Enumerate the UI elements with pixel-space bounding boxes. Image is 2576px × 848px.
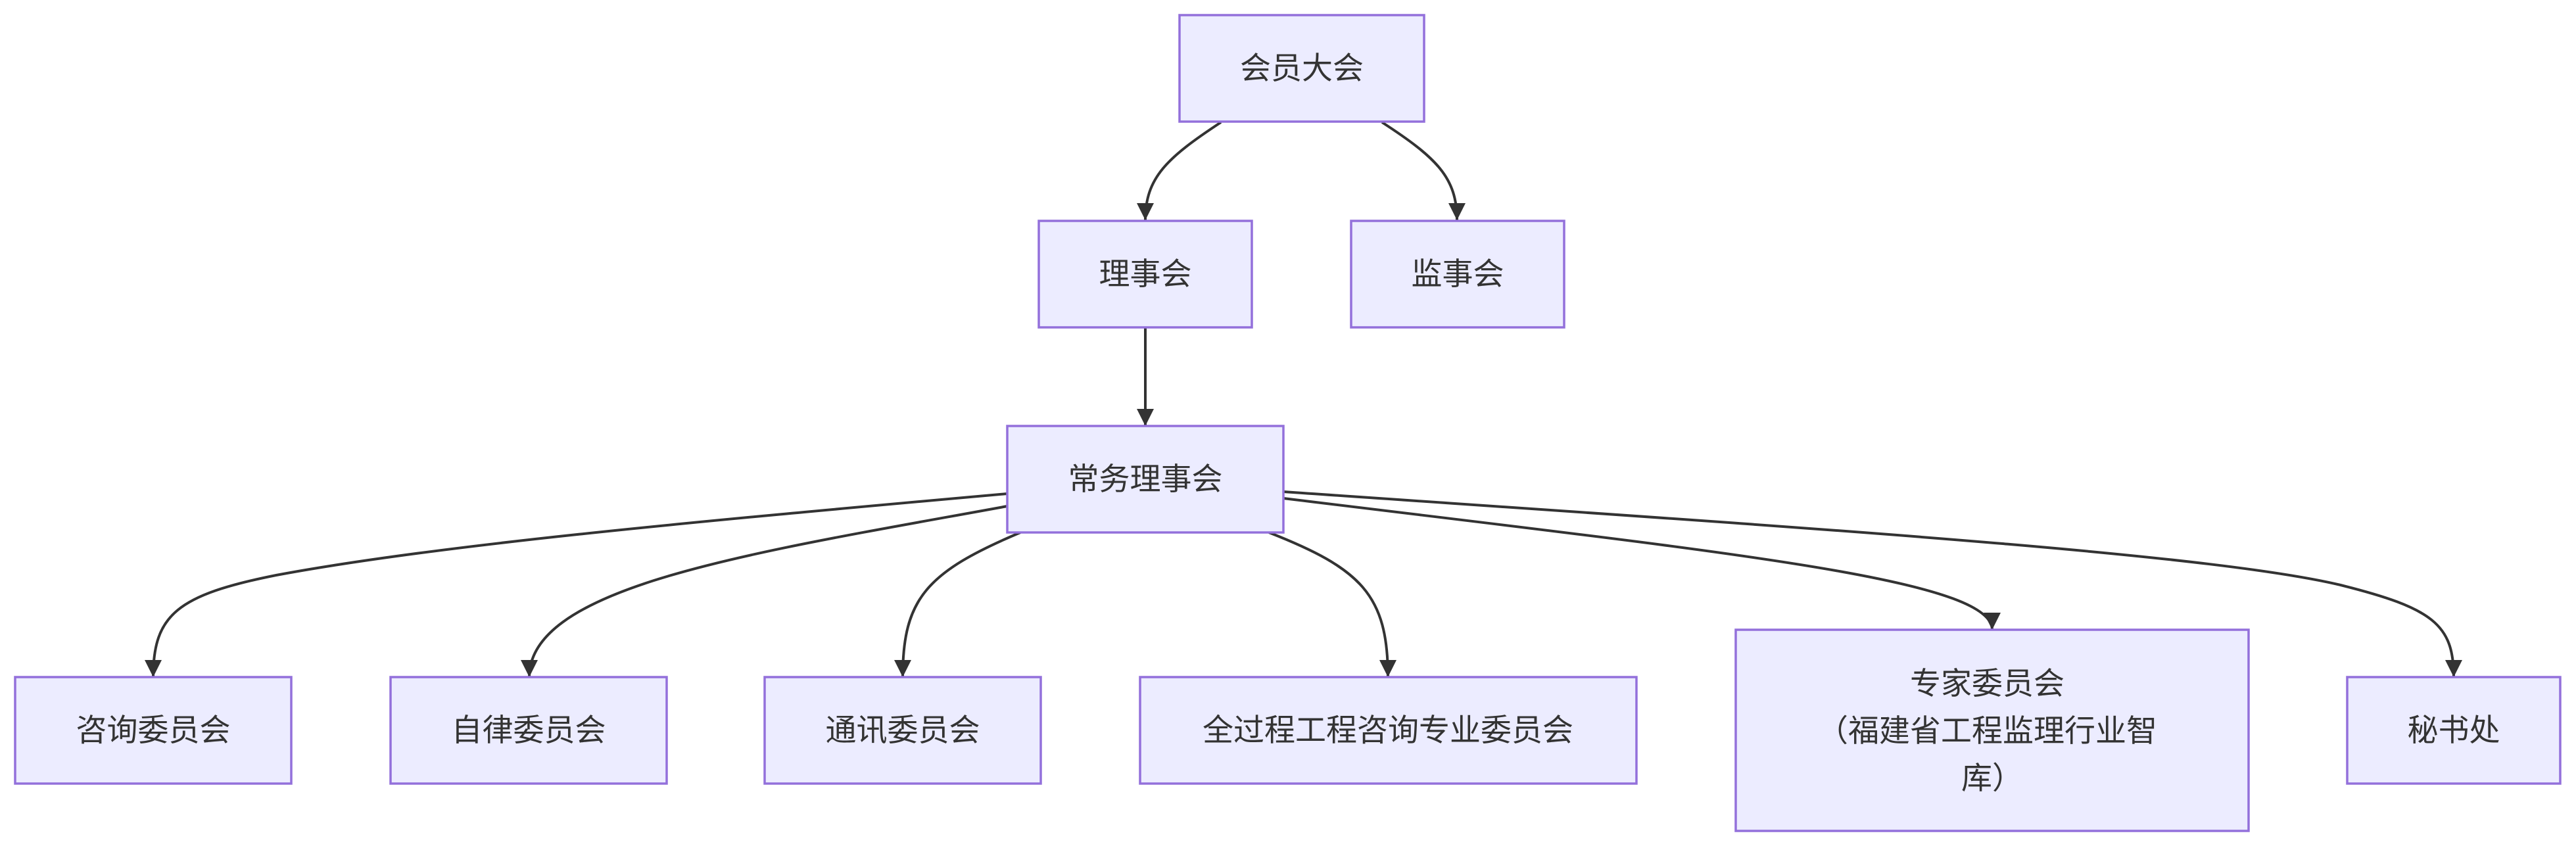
node-secretariat-label: 秘书处 [2408,713,2500,749]
node-standing-council-label: 常务理事会 [1068,461,1223,498]
edge-standing-council-to-consulting-committee [145,492,1008,678]
node-general-assembly-label: 会员大会 [1240,51,1364,87]
svg-text:秘书处: 秘书处 [2408,713,2500,749]
node-secretariat: 秘书处 [2346,676,2562,785]
node-self-discipline-committee: 自律委员会 [389,676,668,785]
edges [145,121,2462,678]
node-communication-committee-label: 通讯委员会 [826,713,980,749]
svg-text:会员大会: 会员大会 [1240,51,1364,87]
edge-standing-council-to-self-discipline-committee [521,505,1008,678]
node-communication-committee: 通讯委员会 [763,676,1042,785]
node-expert-committee: 专家委员会 （福建省工程监理行业智 库） [1734,628,2250,832]
svg-text:通讯委员会: 通讯委员会 [826,713,980,749]
node-expert-committee-label-line-1: 专家委员会 [1910,666,2064,702]
node-communication-committee-box [763,676,1042,785]
node-standing-council-box [1006,425,1285,534]
node-supervisory-board: 监事会 [1350,220,1565,329]
node-council: 理事会 [1038,220,1253,329]
node-consulting-committee-box [14,676,293,785]
node-self-discipline-committee-box [389,676,668,785]
node-whole-process-committee: 全过程工程咨询专业委员会 [1139,676,1638,785]
node-general-assembly-box [1178,14,1425,123]
svg-text:咨询委员会: 咨询委员会 [76,713,231,749]
node-standing-council: 常务理事会 [1006,425,1285,534]
svg-text:全过程工程咨询专业委员会: 全过程工程咨询专业委员会 [1203,713,1573,749]
node-consulting-committee-label: 咨询委员会 [76,713,231,749]
node-expert-committee-box [1734,628,2250,832]
node-secretariat-box [2346,676,2562,785]
node-supervisory-board-label: 监事会 [1412,256,1504,293]
edge-standing-council-to-expert-committee [1283,497,2001,630]
svg-text:理事会: 理事会 [1099,256,1192,293]
edge-general-assembly-to-supervisory-board [1381,121,1466,221]
edge-standing-council-to-whole-process-committee [1268,531,1396,678]
node-council-box [1038,220,1253,329]
node-whole-process-committee-label: 全过程工程咨询专业委员会 [1203,713,1573,749]
node-expert-committee-label-line-3: 库） [1961,761,2023,797]
node-expert-committee-label-line-2: （福建省工程监理行业智 [1817,713,2157,749]
node-consulting-committee: 咨询委员会 [14,676,293,785]
svg-text:专家委员会 （福建省工程监理行业智: 专家委员会 （福建省工程监理行业智 库） [1817,666,2167,797]
svg-text:监事会: 监事会 [1412,256,1504,293]
node-supervisory-board-box [1350,220,1565,329]
nodes: 会员大会 理事会 监事会 常务理事会 咨询委员会 [14,14,2562,832]
edge-standing-council-to-secretariat [1283,490,2462,678]
node-self-discipline-committee-label: 自律委员会 [452,713,606,749]
node-whole-process-committee-box [1139,676,1638,785]
edge-standing-council-to-communication-committee [894,531,1021,678]
node-council-label: 理事会 [1099,256,1192,293]
svg-text:自律委员会: 自律委员会 [452,713,606,749]
node-general-assembly: 会员大会 [1178,14,1425,123]
svg-text:常务理事会: 常务理事会 [1068,461,1223,498]
edge-general-assembly-to-council [1137,121,1222,221]
